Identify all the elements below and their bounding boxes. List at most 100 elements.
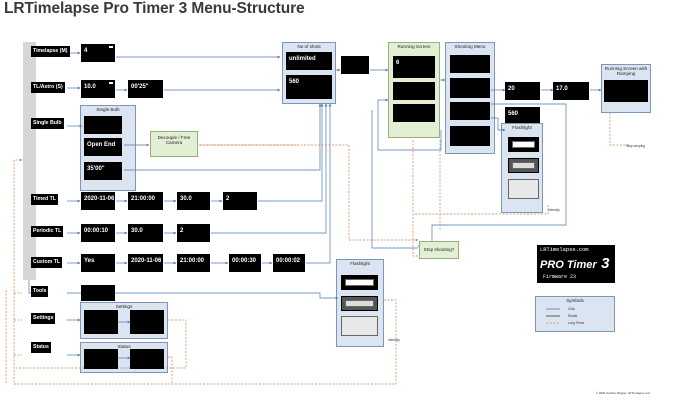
logo-site: LRTimelapse.com: [540, 247, 589, 253]
flashlight-top-2[interactable]: [508, 158, 539, 173]
screen-periodic-1-value: 00:00:10: [84, 228, 109, 234]
screen-timed-1-value: 2020-11-06: [84, 196, 115, 202]
menu-item-custom-tl[interactable]: Custom TL: [31, 257, 63, 268]
legend-title: Symbols: [566, 298, 584, 303]
legend-click-label: Click: [568, 307, 575, 311]
screen-shooting-1[interactable]: [450, 55, 490, 73]
screen-timed-3-value: 30.0: [180, 196, 192, 202]
flashlight-bottom-3[interactable]: [341, 316, 378, 336]
screen-no-of-shots-count-value: 560: [289, 79, 300, 85]
screen-periodic-1[interactable]: 00:00:10: [81, 224, 115, 242]
menu-item-settings[interactable]: Settings: [31, 313, 56, 324]
logo-product: PRO Timer 3: [540, 255, 609, 273]
screen-running-3[interactable]: [393, 104, 435, 122]
main-menu-spine: [23, 42, 36, 280]
screen-custom-5-value: 00:00:02: [276, 258, 301, 264]
legend-panel: Symbols Click Rotate Long Press: [535, 296, 615, 332]
screen-running-value: 6: [396, 60, 400, 66]
logo-version: 3: [601, 255, 610, 272]
menu-item-timed-tl[interactable]: Timed TL: [31, 194, 58, 205]
screen-timed-2-value: 21:00:00: [131, 196, 156, 202]
flashlight-bottom-2-inner: [345, 300, 374, 307]
flashlight-bottom-1[interactable]: [341, 275, 378, 290]
menu-item-single-bulb[interactable]: Single Bulb: [31, 118, 64, 129]
screen-shots-adjust[interactable]: 560: [505, 107, 540, 123]
screen-bulb-open-end-value: Open End: [87, 142, 116, 148]
decouple-node: [150, 131, 198, 157]
screen-shooting-3[interactable]: [450, 102, 490, 120]
screen-astro-exposure[interactable]: 00'25": [128, 80, 163, 98]
shooting-menu-panel-title: Shooting Menu: [454, 44, 486, 49]
screen-bulb-duration[interactable]: 35'00": [84, 162, 122, 180]
screen-custom-2-value: 2020-11-06: [131, 258, 162, 264]
flashlight-bottom-2[interactable]: [341, 296, 378, 311]
screen-running-2[interactable]: [393, 82, 435, 100]
flashlight-panel-top-title: Flashlight: [512, 125, 532, 130]
screen-shooting-2[interactable]: [450, 78, 490, 98]
screen-periodic-3[interactable]: 2: [177, 224, 210, 242]
flashlight-top-1[interactable]: [508, 137, 539, 152]
screen-custom-4[interactable]: 00:00:30: [229, 254, 261, 272]
screen-ramping-running[interactable]: [604, 80, 648, 102]
menu-item-tools[interactable]: Tools: [31, 286, 49, 297]
screen-settings-1[interactable]: [84, 310, 118, 334]
stop-ramping-label: Stop ramping: [626, 144, 645, 148]
menu-item-periodic-tl[interactable]: Periodic TL: [31, 226, 64, 237]
stop-shooting-label: Stop shooting?: [423, 247, 455, 252]
single-bulb-panel-title: Single Bulb: [96, 107, 120, 112]
screen-timed-2[interactable]: 21:00:00: [128, 192, 163, 210]
logo-product-name: PRO Timer: [540, 259, 597, 271]
screen-timed-3[interactable]: 30.0: [177, 192, 210, 210]
screen-no-of-shots-count[interactable]: 560: [286, 75, 332, 99]
intensity-label-top: Intensity: [548, 208, 560, 212]
screen-ramp-target[interactable]: 17.0: [553, 82, 589, 100]
screen-status-2[interactable]: [130, 349, 164, 369]
legend-symbols: [546, 308, 560, 324]
screen-no-of-shots-value: unlimited: [289, 56, 316, 62]
screen-bulb-open-end[interactable]: Open End: [84, 138, 122, 156]
screen-custom-3[interactable]: 21:00:00: [177, 254, 210, 272]
screen-bulb-duration-value: 35'00": [87, 166, 105, 172]
screen-astro-interval[interactable]: 10.0: [81, 80, 115, 98]
ramping-panel-title: Running Screen with Ramping: [604, 66, 648, 76]
menu-item-status[interactable]: Status: [31, 342, 51, 353]
logo-firmware: Firmware 23: [543, 274, 577, 280]
flashlight-top-3[interactable]: [508, 179, 539, 199]
screen-shooting-4[interactable]: [450, 126, 490, 146]
screen-timed-1[interactable]: 2020-11-06: [81, 192, 115, 210]
menu-item-timelapse[interactable]: Timelapse (M): [31, 46, 70, 57]
screen-timed-4[interactable]: 2: [223, 192, 257, 210]
screen-tools[interactable]: [81, 285, 115, 301]
screen-periodic-2[interactable]: 30.0: [128, 224, 163, 242]
screen-ramp-target-value: 17.0: [556, 86, 568, 92]
footer-copyright: © 2020 Gunther Wegner, LRTimelapse.com: [596, 391, 651, 395]
screen-timed-4-value: 2: [226, 196, 230, 202]
battery-icon: [109, 82, 113, 84]
running-screen-panel-title: Running Screen: [397, 44, 431, 49]
flashlight-panel-bottom-title: Flashlight: [350, 261, 370, 266]
screen-astro-exposure-value: 00'25": [131, 84, 149, 90]
page-title: LRTimelapse Pro Timer 3 Menu-Structure: [4, 0, 305, 17]
screen-custom-5[interactable]: 00:00:02: [273, 254, 305, 272]
screen-astro-interval-value: 10.0: [84, 84, 96, 90]
intensity-label-bottom: Intensity: [388, 338, 400, 342]
battery-icon: [109, 46, 113, 48]
no-of-shots-panel-title: No of shots: [297, 44, 321, 49]
screen-custom-1[interactable]: Yes: [81, 254, 115, 272]
screen-no-of-shots[interactable]: unlimited: [286, 52, 332, 70]
screen-custom-2[interactable]: 2020-11-06: [128, 254, 163, 272]
screen-custom-3-value: 21:00:00: [180, 258, 205, 264]
screen-interval[interactable]: 4: [81, 44, 115, 62]
flashlight-bottom-1-inner: [345, 279, 374, 286]
screen-status-1[interactable]: [84, 349, 118, 369]
screen-interval-adjust[interactable]: 20: [505, 82, 540, 100]
screen-start[interactable]: [341, 56, 369, 74]
screen-bulb-mode[interactable]: [84, 116, 122, 134]
screen-running[interactable]: 6: [393, 56, 435, 78]
stop-shooting-node: [419, 241, 459, 259]
menu-item-tl-astro[interactable]: TL/Astro (S): [31, 82, 65, 93]
screen-periodic-3-value: 2: [180, 228, 184, 234]
screen-settings-2[interactable]: [130, 310, 164, 334]
product-logo: LRTimelapse.com PRO Timer 3 Firmware 23: [537, 245, 615, 283]
